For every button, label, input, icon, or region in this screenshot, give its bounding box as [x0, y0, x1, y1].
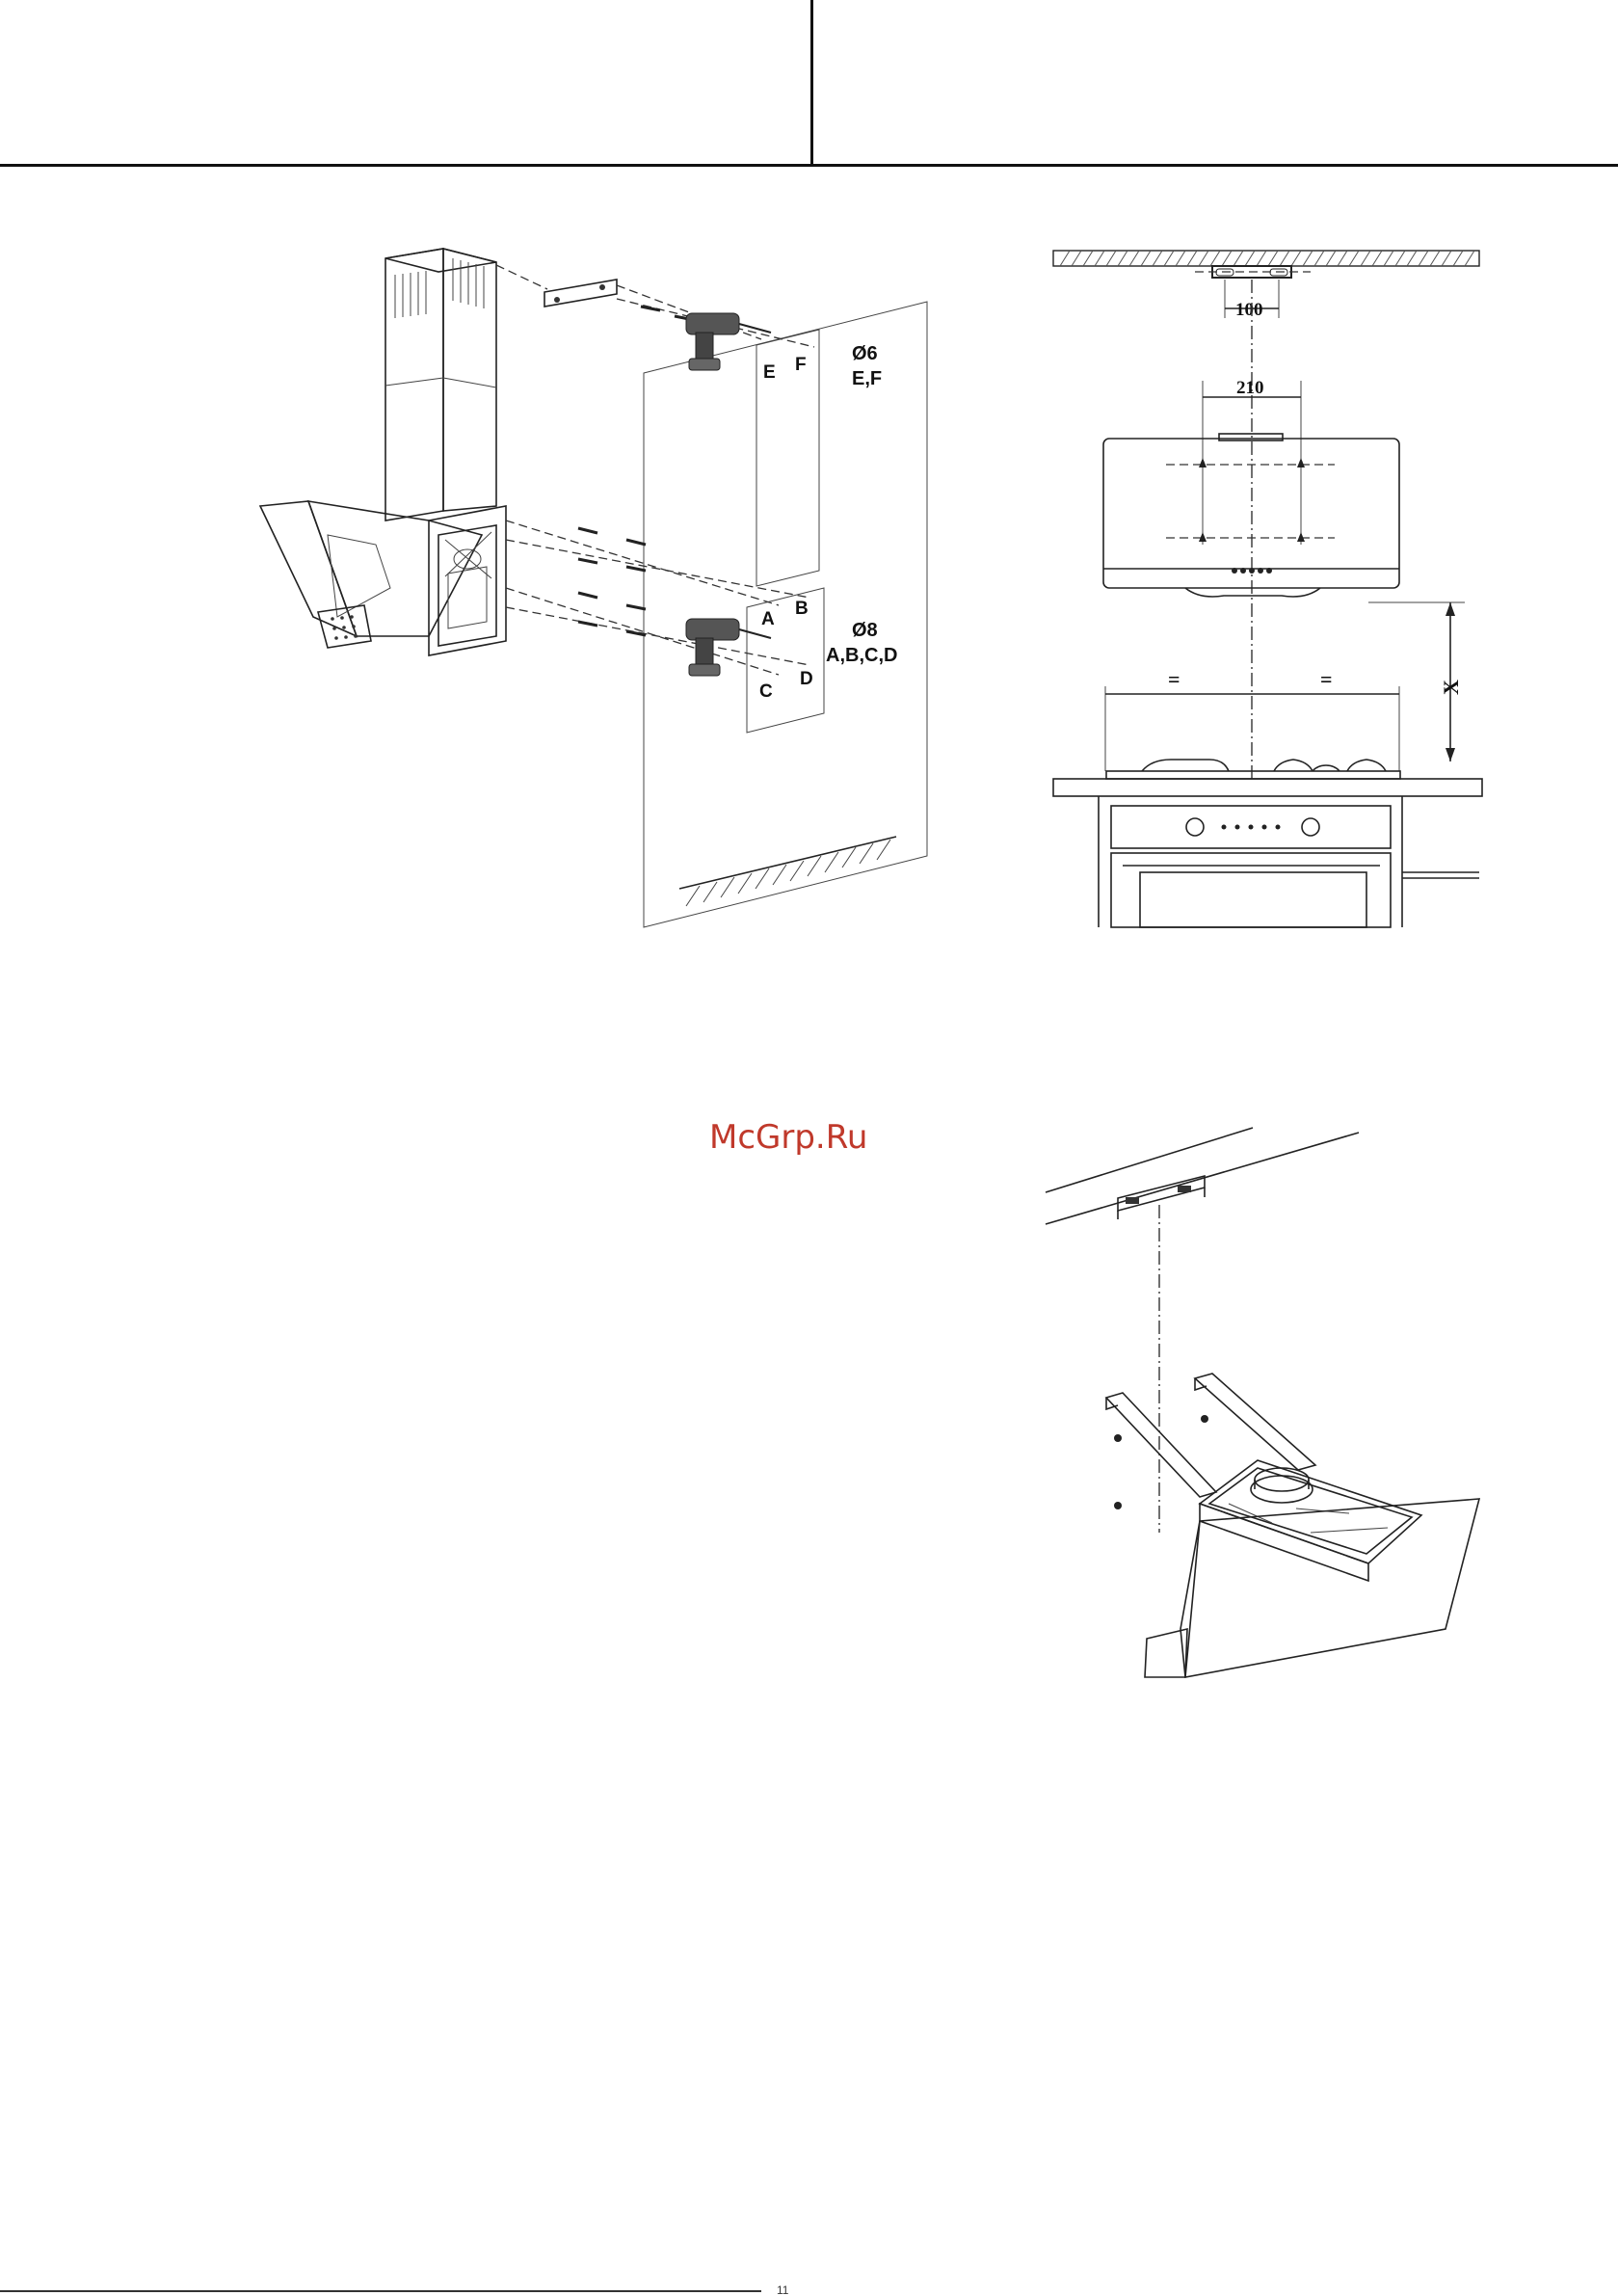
hole-label-f: F — [795, 355, 807, 375]
floor-hatching — [679, 837, 896, 906]
hole-label-c: C — [759, 681, 773, 702]
drill-icon-bottom — [686, 619, 771, 676]
equal-mark-left: = — [1168, 667, 1180, 691]
ceiling-bracket-figure — [1046, 1128, 1479, 1677]
drill-holes-top: E,F — [852, 368, 882, 389]
chimney-duct — [385, 249, 496, 521]
drill-icon-top — [686, 313, 771, 370]
drill-size-bottom: Ø8 — [852, 620, 878, 641]
kitchen-cabinet — [1053, 779, 1482, 927]
watermark: McGrp.Ru — [709, 1118, 867, 1157]
dimension-bracket-spacing: 100 — [1235, 300, 1263, 320]
ceiling-hatching — [1053, 251, 1479, 266]
control-panel-dots — [331, 615, 358, 640]
hood-body — [260, 501, 506, 655]
top-wall-bracket — [544, 280, 617, 307]
front-dimensions-figure: 100 210 X — [1053, 251, 1482, 927]
cooktop — [1106, 760, 1400, 779]
footer-page-number: 11 — [777, 2283, 789, 2296]
equal-mark-right: = — [1320, 667, 1333, 691]
chimney-vents — [395, 258, 484, 318]
wall-mounting-figure: E F Ø6 E,F A B C D Ø8 A,B,C,D — [260, 249, 927, 927]
wall-plugs — [578, 307, 694, 635]
ceiling-mount-plate — [1118, 1176, 1205, 1219]
dimension-height-x: X — [1439, 680, 1463, 695]
wall-panel — [644, 302, 927, 927]
hole-label-a: A — [761, 609, 775, 629]
support-arms — [1106, 1374, 1315, 1509]
hole-label-d: D — [800, 669, 813, 689]
hole-label-e: E — [763, 362, 776, 383]
drill-size-top: Ø6 — [852, 343, 878, 364]
drill-holes-bottom: A,B,C,D — [826, 645, 897, 666]
ceiling-bracket — [1195, 266, 1311, 278]
dimension-hole-spacing: 210 — [1236, 378, 1264, 398]
hole-label-b: B — [795, 599, 809, 619]
